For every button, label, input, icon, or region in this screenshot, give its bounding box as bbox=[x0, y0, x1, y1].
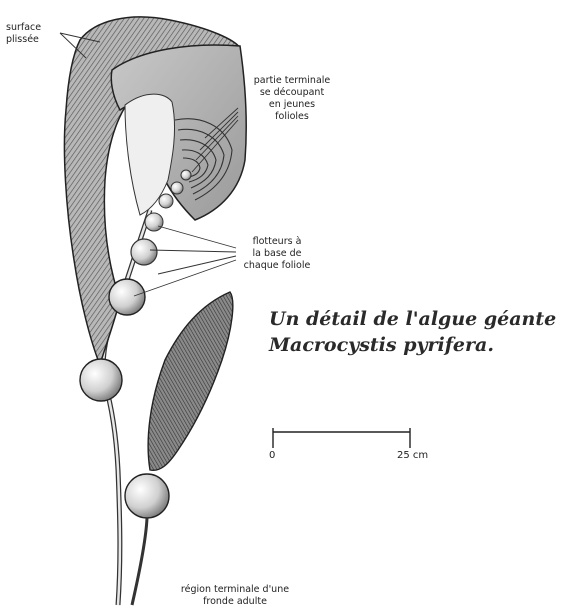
label-frond: région terminale d'une fronde adulte bbox=[160, 584, 310, 608]
label-frond-line: région terminale d'une bbox=[160, 584, 310, 596]
label-floats-line: la base de bbox=[232, 248, 322, 260]
scale-end-label: 25 cm bbox=[397, 450, 428, 461]
label-frond-line: fronde adulte bbox=[160, 596, 310, 608]
scale-bar bbox=[273, 428, 410, 448]
label-surface-line: plissée bbox=[6, 34, 41, 46]
scale-start-label: 0 bbox=[269, 450, 275, 461]
adult-frond bbox=[148, 292, 233, 470]
label-surface: surface plissée bbox=[6, 22, 41, 46]
label-terminal-line: folioles bbox=[242, 111, 342, 123]
caption-line-2: Macrocystis pyrifera. bbox=[269, 332, 556, 358]
adult-frond-stem bbox=[132, 518, 147, 605]
caption-line-1: Un détail de l'algue géante bbox=[269, 306, 556, 332]
label-surface-line: surface bbox=[6, 22, 41, 34]
label-terminal-line: en jeunes bbox=[242, 99, 342, 111]
label-terminal-line: partie terminale bbox=[242, 75, 342, 87]
label-terminal-line: se découpant bbox=[242, 87, 342, 99]
label-floats-line: flotteurs à bbox=[232, 236, 322, 248]
label-floats-line: chaque foliole bbox=[232, 260, 322, 272]
figure-caption: Un détail de l'algue géante Macrocystis … bbox=[269, 306, 556, 358]
label-floats: flotteurs à la base de chaque foliole bbox=[232, 236, 322, 272]
label-terminal: partie terminale se découpant en jeunes … bbox=[242, 75, 342, 123]
